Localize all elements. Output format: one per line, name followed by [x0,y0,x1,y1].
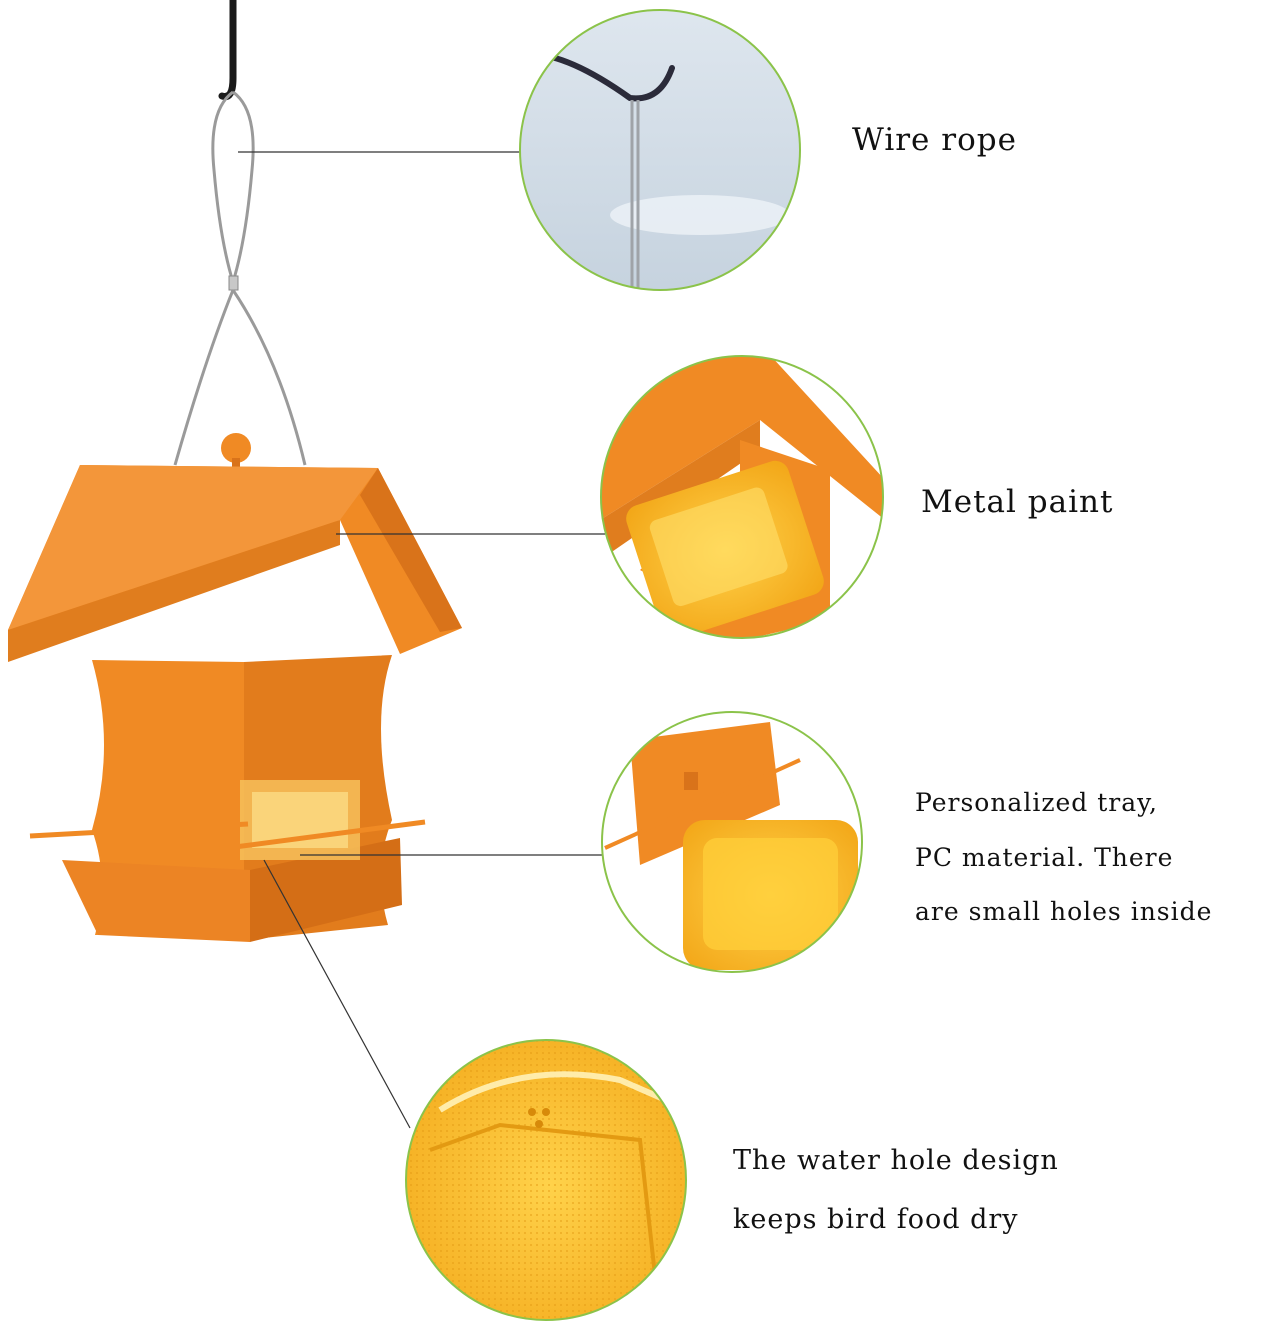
detail-circle-water [405,1039,687,1321]
detail-circle-paint [600,355,884,639]
tray-label-line-3: are small holes inside [915,897,1213,926]
water-label-line-2: keeps bird food dry [733,1204,1019,1235]
detail-circle-wire [519,9,801,291]
hanging-hook [218,0,237,101]
tray-label-line-1: Personalized tray, [915,788,1158,817]
leader-lines [238,151,605,1129]
bird-feeder [8,433,462,942]
wire-rope [173,90,307,466]
tray-label-line-2: PC material. There [915,843,1174,872]
metal-paint-label: Metal paint [921,484,1114,520]
detail-circle-tray [601,711,863,973]
water-label-line-1: The water hole design [733,1145,1059,1176]
wire-rope-label: Wire rope [852,122,1017,158]
